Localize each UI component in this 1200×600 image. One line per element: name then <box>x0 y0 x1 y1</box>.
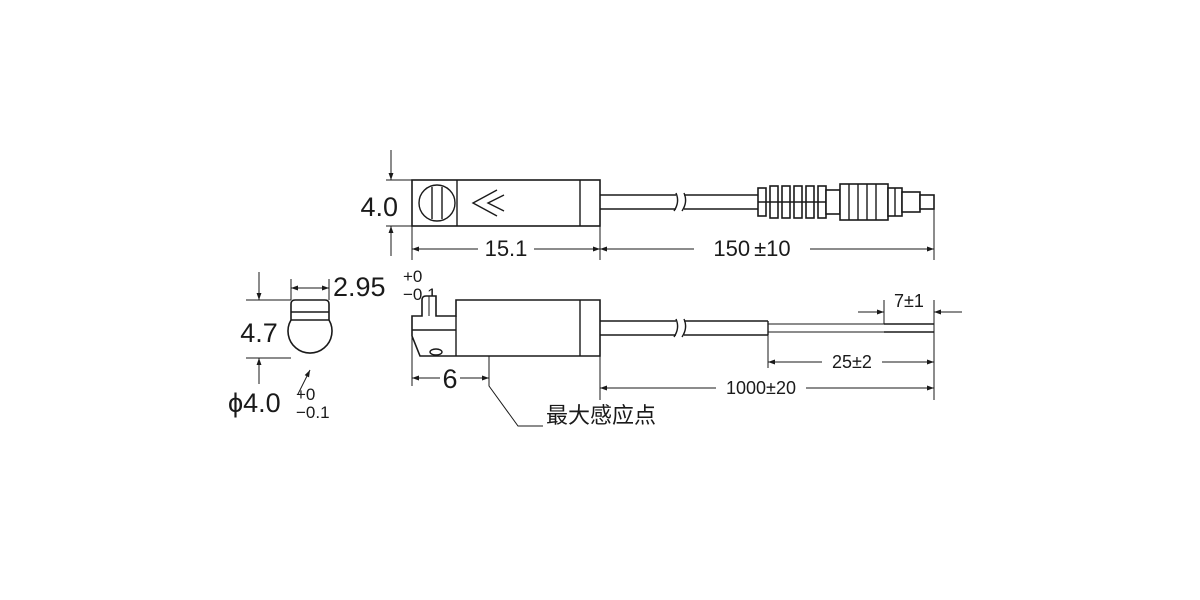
end-width-tol-upper: +0 <box>403 267 422 286</box>
sensor-body-top <box>411 179 601 227</box>
end-view: 4.7 2.95 +0 −0.1 ϕ4.0 +0 −0.1 <box>228 267 437 422</box>
top-height-dim: 4.0 <box>360 192 398 222</box>
direction-mark <box>471 189 498 217</box>
end-diameter-tol-upper: +0 <box>296 385 315 404</box>
side-cable-length-dim: 1000±20 <box>726 378 796 398</box>
side-view: 7±1 25±2 1000±20 6 最大感应点 <box>411 291 962 429</box>
top-view: 4.0 15.1 150±10 <box>360 150 935 261</box>
sensing-offset-dim: 6 <box>442 364 457 394</box>
end-width-dim: 2.95 <box>333 272 386 302</box>
lead-wires <box>768 323 934 333</box>
end-profile <box>287 299 333 354</box>
strain-relief <box>757 185 841 219</box>
top-body-length-dim: 15.1 <box>485 236 528 261</box>
top-cable-length-dim: 150±10 <box>713 236 790 261</box>
end-diameter-tol-lower: −0.1 <box>296 403 330 422</box>
sensor-body-side <box>411 295 601 357</box>
end-height-dim: 4.7 <box>240 318 278 348</box>
end-diameter-dim: ϕ4.0 <box>228 388 281 418</box>
wire-strip-dim: 7±1 <box>894 291 924 311</box>
m8-connector <box>839 183 935 221</box>
strip-length-dim: 25±2 <box>832 352 872 372</box>
screw-head <box>418 184 456 222</box>
max-sensing-point-label: 最大感应点 <box>546 404 656 429</box>
